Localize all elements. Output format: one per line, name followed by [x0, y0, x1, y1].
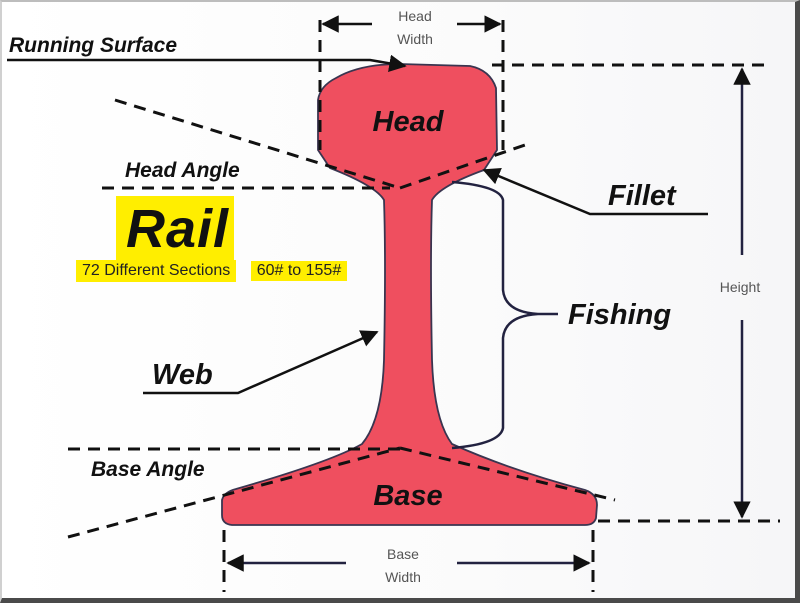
fishing-label: Fishing	[568, 299, 671, 331]
web-leader	[143, 330, 379, 395]
head-angle-label: Head Angle	[125, 159, 240, 182]
rail-title-block: Rail 72 Different Sections 60# to 155#	[76, 196, 348, 282]
web-label: Web	[152, 359, 213, 391]
base-angle-line-left	[67, 446, 401, 539]
height-label: Height	[720, 279, 761, 295]
rail-subtitle-sections: 72 Different Sections	[82, 262, 231, 279]
fillet-leader	[482, 167, 708, 216]
running-surface-label: Running Surface	[9, 34, 177, 57]
base-angle-line-right	[399, 446, 616, 502]
head-width-label-line2: Width	[397, 31, 433, 47]
head-angle-line-right	[399, 143, 526, 190]
rail-title: Rail	[126, 199, 230, 259]
base-angle-label: Base Angle	[91, 458, 205, 481]
fishing-bracket	[451, 180, 539, 450]
head-width-label-line1: Head	[398, 8, 431, 24]
rail-title-highlight: Rail	[116, 196, 234, 260]
fillet-label: Fillet	[608, 180, 677, 212]
base-label: Base	[373, 480, 442, 512]
rail-subtitle-highlight: 72 Different Sections	[76, 260, 237, 282]
running-surface-leader	[7, 54, 407, 72]
rail-subtitle-range-highlight: 60# to 155#	[250, 261, 348, 281]
base-width-label-line2: Width	[385, 569, 421, 585]
head-angle-line-left	[114, 98, 401, 190]
head-label: Head	[373, 106, 445, 138]
base-width-label-line1: Base	[387, 546, 419, 562]
rail-subtitle-range: 60# to 155#	[256, 262, 342, 279]
rail-section	[221, 63, 598, 526]
